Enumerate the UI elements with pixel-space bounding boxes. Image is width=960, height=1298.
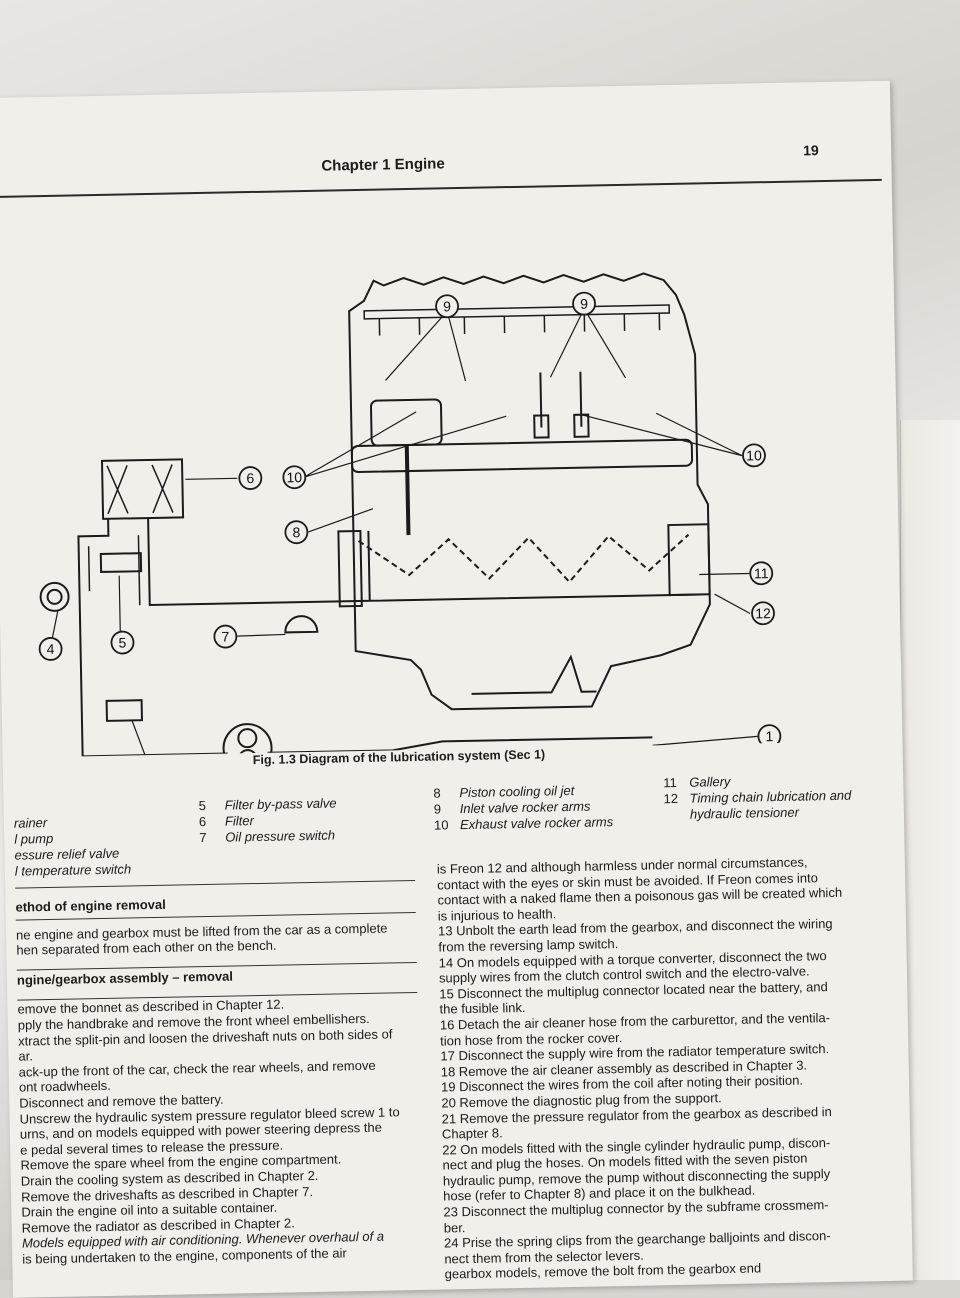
callout-label: 1 bbox=[765, 728, 773, 744]
callout-label: 9 bbox=[443, 298, 451, 314]
callout-9a bbox=[435, 294, 459, 319]
callout-label: 9 bbox=[580, 296, 588, 312]
oil-circuit bbox=[77, 518, 700, 758]
callout-label: 10 bbox=[286, 469, 302, 485]
callout-label: 5 bbox=[118, 634, 126, 650]
callout-label: 7 bbox=[221, 629, 229, 645]
callout-4 bbox=[38, 637, 63, 661]
filter-box bbox=[100, 458, 185, 520]
legend-item: hydraulic tensioner bbox=[689, 804, 800, 822]
camshaft bbox=[350, 438, 694, 474]
lubrication-diagram: 9 9 10 10 6 8 11 12 4 5 7 3 2 1 bbox=[38, 272, 782, 758]
callout-6 bbox=[238, 466, 263, 490]
callout-label: 10 bbox=[746, 447, 762, 463]
manual-page: Chapter 1 Engine 19 bbox=[0, 80, 913, 1298]
callout-label: 12 bbox=[755, 605, 771, 621]
engine-block-outline bbox=[348, 272, 711, 711]
callout-10a bbox=[282, 465, 307, 490]
chapter-title: Chapter 1 Engine bbox=[321, 155, 445, 175]
right-text-column: is Freon 12 and although harmless under … bbox=[437, 853, 885, 1282]
callout-label: 8 bbox=[292, 524, 300, 540]
callout-11 bbox=[749, 561, 774, 586]
legend-col-1: rainer l pump essure relief valve l temp… bbox=[14, 813, 132, 879]
crankshaft bbox=[358, 533, 690, 584]
callout-8 bbox=[284, 520, 309, 545]
callout-5 bbox=[110, 630, 135, 655]
page-number: 19 bbox=[803, 142, 819, 159]
rocker-gallery bbox=[363, 304, 671, 320]
callout-label: 6 bbox=[246, 470, 254, 486]
callout-9b bbox=[572, 291, 596, 316]
callout-12 bbox=[751, 601, 775, 626]
section-rule bbox=[15, 879, 416, 889]
callout-10b bbox=[742, 443, 766, 468]
callout-7 bbox=[213, 624, 238, 649]
left-text-column: ethod of engine removal ne engine and ge… bbox=[15, 892, 432, 1267]
callout-label: 11 bbox=[754, 565, 769, 581]
callout-label: 4 bbox=[47, 641, 55, 657]
oil-pump bbox=[222, 723, 273, 758]
legend-item: l temperature switch bbox=[14, 861, 132, 879]
